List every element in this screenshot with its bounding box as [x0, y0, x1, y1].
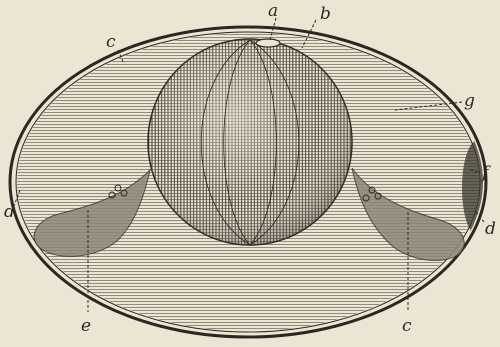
label-a: a: [268, 1, 278, 21]
label-f: f: [480, 163, 491, 183]
label-g: g: [464, 91, 475, 111]
germinal-disc: [256, 39, 280, 47]
label-e: e: [81, 316, 91, 336]
label-d-left: d: [4, 202, 15, 222]
yolk-shading: [148, 39, 352, 245]
label-c-bottom: c: [402, 316, 412, 336]
label-c-top: c: [106, 32, 116, 52]
label-b: b: [320, 4, 331, 24]
label-d-right: d: [485, 219, 496, 239]
